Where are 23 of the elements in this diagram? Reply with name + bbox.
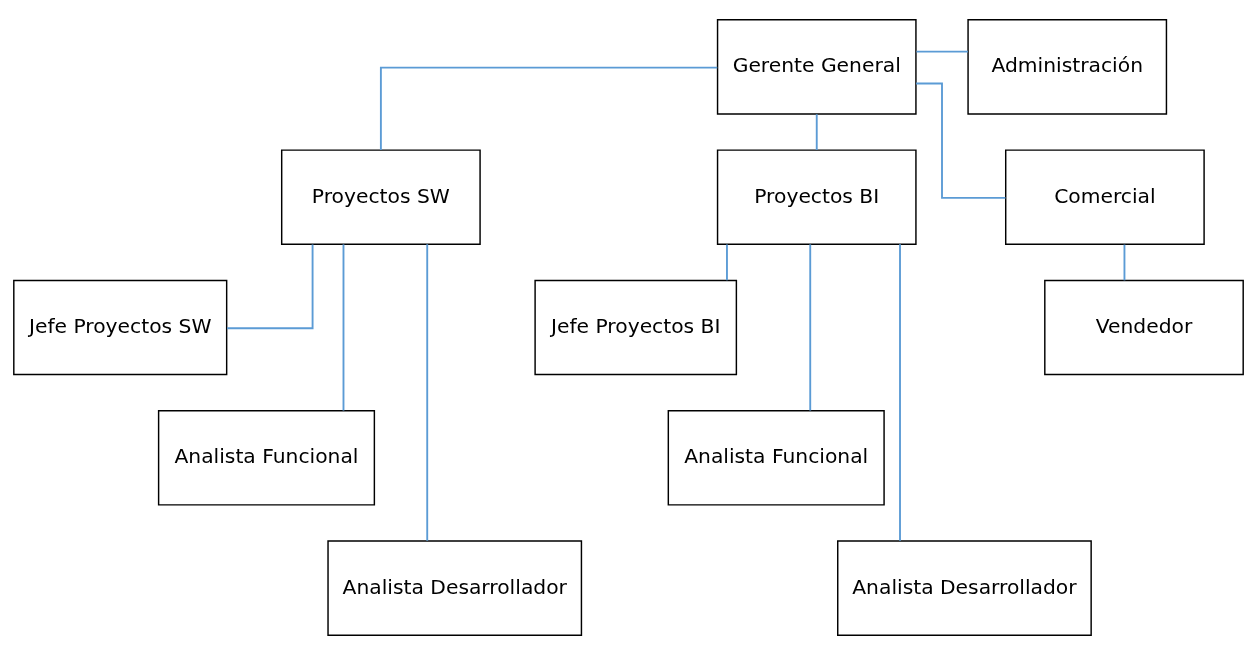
node-box: Analista Funcional [667, 409, 885, 506]
connector [1123, 243, 1126, 281]
node-box: Proyectos SW [280, 148, 481, 245]
node-box: Gerente General [716, 18, 917, 115]
connector [899, 242, 901, 542]
connector [809, 242, 812, 411]
connector [342, 242, 345, 411]
node-box: Analista Funcional [157, 409, 376, 506]
node-box: Analista Desarrollador [327, 539, 583, 636]
node-box: Proyectos BI [716, 148, 917, 245]
node-box: Jefe Proyectos SW [13, 279, 228, 375]
connector [379, 66, 719, 151]
node-box: Vendedor [1044, 279, 1244, 375]
node-box: Jefe Proyectos BI [534, 279, 738, 375]
connector [426, 242, 429, 542]
connector [726, 243, 728, 281]
node-box: Administración [967, 18, 1168, 115]
connector [915, 82, 1007, 199]
node-box: Analista Desarrollador [837, 539, 1092, 636]
node-box: Comercial [1005, 148, 1205, 245]
connector [915, 50, 969, 53]
connector [226, 243, 314, 329]
connector [815, 112, 818, 151]
